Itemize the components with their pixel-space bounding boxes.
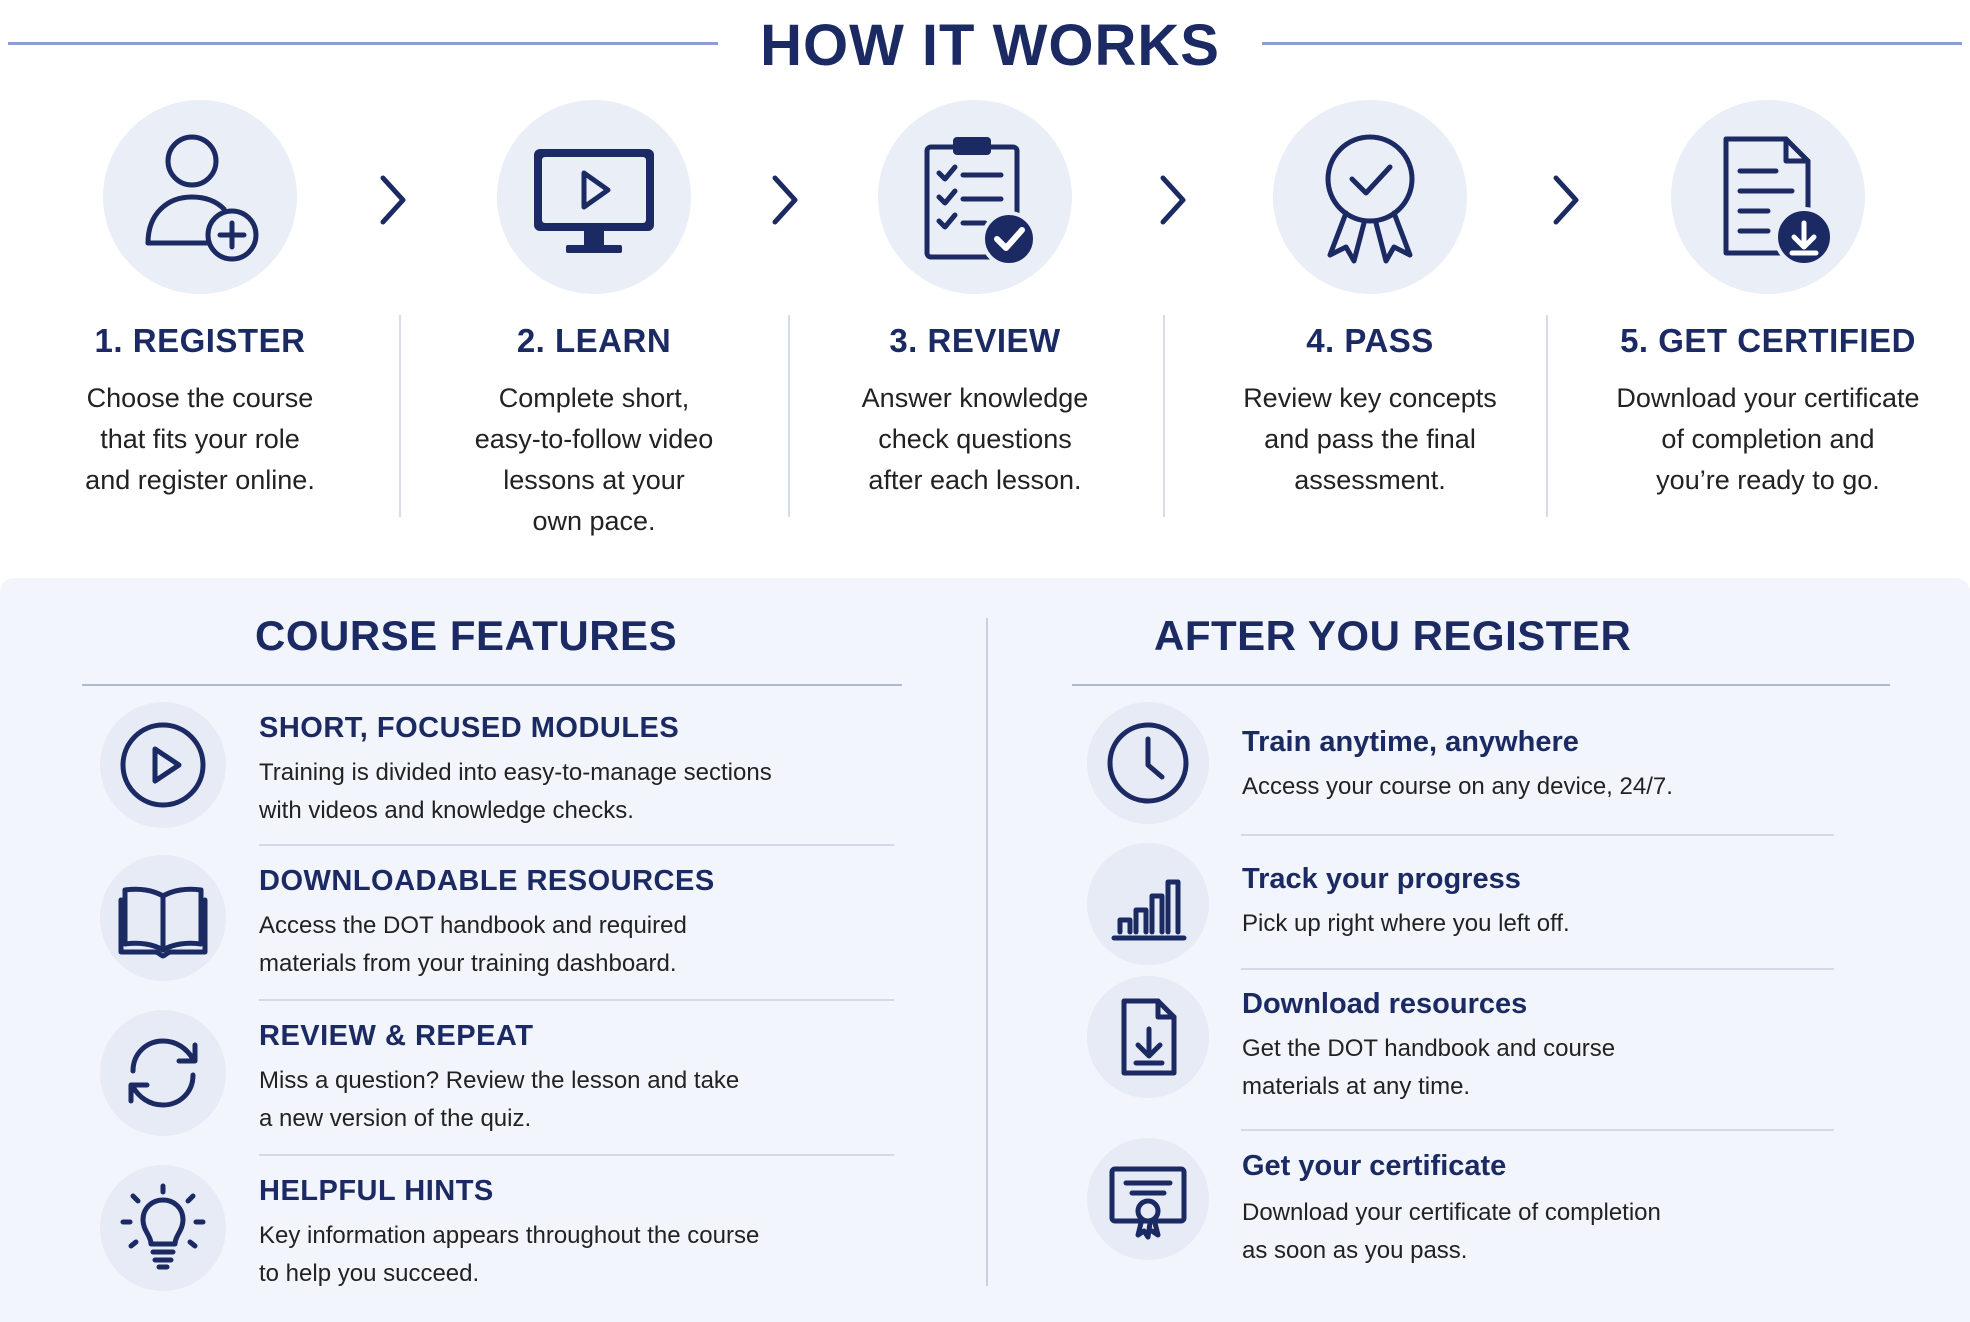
chevron-right-icon <box>1160 175 1186 225</box>
feature-rule <box>259 1154 894 1156</box>
feature-icon-circle <box>100 1165 226 1291</box>
after-description: Access your course on any device, 24/7. <box>1242 773 1673 800</box>
header-rule-right <box>1262 42 1962 45</box>
after-rule <box>1241 834 1834 836</box>
step-icon-circle <box>878 100 1072 294</box>
step-icon-circle <box>497 100 691 294</box>
chevron-right-icon <box>1553 175 1579 225</box>
certificate-download-icon <box>1723 136 1834 267</box>
feature-item: HELPFUL HINTS Key information appears th… <box>100 1165 900 1295</box>
after-register-title: AFTER YOU REGISTER <box>1154 612 1632 659</box>
step-get-certified: 5. GET CERTIFIED Download your certifica… <box>1586 100 1950 501</box>
checklist-clipboard-icon <box>924 137 1037 267</box>
chevron-right-icon <box>380 175 406 225</box>
feature-item: REVIEW & REPEAT Miss a question? Review … <box>100 1010 900 1140</box>
feature-icon-circle <box>100 855 226 981</box>
after-title: Get your certificate <box>1242 1150 1507 1182</box>
award-ribbon-icon <box>1325 134 1415 264</box>
document-download-icon <box>1121 998 1177 1076</box>
feature-description: Miss a question? Review the lesson and t… <box>259 1067 740 1132</box>
after-title: Download resources <box>1242 988 1528 1020</box>
step-divider <box>1546 315 1548 517</box>
after-icon-circle <box>1087 843 1209 965</box>
step-title: 5. GET CERTIFIED <box>1620 322 1916 359</box>
feature-title: HELPFUL HINTS <box>259 1175 494 1207</box>
after-register-item: Get your certificate Download your certi… <box>1087 1138 1887 1268</box>
step-icon-circle <box>103 100 297 294</box>
step-learn: 2. LEARN Complete short,easy-to-follow v… <box>414 100 774 542</box>
play-circle-icon <box>120 722 206 808</box>
step-icon-circle <box>1671 100 1865 294</box>
step-title: 3. REVIEW <box>889 322 1061 359</box>
step-title: 1. REGISTER <box>94 322 306 359</box>
open-book-icon <box>118 886 208 959</box>
clock-icon <box>1107 722 1189 804</box>
feature-description: Key information appears throughout the c… <box>259 1222 760 1287</box>
after-register-item: Download resources Get the DOT handbook … <box>1087 976 1887 1106</box>
header-rule-left <box>8 42 718 45</box>
column-divider <box>986 618 988 1286</box>
feature-icon-circle <box>100 1010 226 1136</box>
feature-rule <box>259 999 894 1001</box>
step-title: 4. PASS <box>1306 322 1434 359</box>
step-divider <box>399 315 401 517</box>
feature-item: DOWNLOADABLE RESOURCES Access the DOT ha… <box>100 855 900 985</box>
course-features-rule <box>82 684 902 686</box>
after-title: Train anytime, anywhere <box>1242 726 1579 758</box>
how-it-works-header: HOW IT WORKS <box>0 0 1970 95</box>
video-monitor-icon <box>534 149 654 253</box>
feature-title: DOWNLOADABLE RESOURCES <box>259 865 715 897</box>
bar-chart-icon <box>1111 879 1187 941</box>
step-divider <box>788 315 790 517</box>
feature-rule <box>259 844 894 846</box>
course-features-title: COURSE FEATURES <box>255 612 678 659</box>
step-divider <box>1163 315 1165 517</box>
after-register-item: Track your progress Pick up right where … <box>1087 843 1887 965</box>
chevron-right-icon <box>772 175 798 225</box>
refresh-icon <box>128 1038 198 1108</box>
after-description: Pick up right where you left off. <box>1242 910 1570 937</box>
feature-title: SHORT, FOCUSED MODULES <box>259 712 680 744</box>
after-icon-circle <box>1087 1138 1209 1260</box>
after-register-rule <box>1072 684 1890 686</box>
step-icon-circle <box>1273 100 1467 294</box>
certificate-icon <box>1109 1166 1187 1240</box>
page-title: HOW IT WORKS <box>760 13 1220 78</box>
after-icon-circle <box>1087 702 1209 824</box>
feature-icon-circle <box>100 702 226 828</box>
user-add-icon <box>145 134 259 262</box>
feature-title: REVIEW & REPEAT <box>259 1020 534 1052</box>
after-title: Track your progress <box>1242 863 1521 895</box>
after-register-item: Train anytime, anywhere Access your cour… <box>1087 702 1887 832</box>
feature-description: Training is divided into easy-to-manage … <box>259 759 772 824</box>
after-rule <box>1241 968 1834 970</box>
bottom-panel: COURSE FEATURES AFTER YOU REGISTER SHORT… <box>0 578 1970 1322</box>
lightbulb-icon <box>120 1183 206 1270</box>
step-title: 2. LEARN <box>516 322 672 359</box>
feature-item: SHORT, FOCUSED MODULES Training is divid… <box>100 702 900 832</box>
after-rule <box>1241 1129 1834 1131</box>
after-icon-circle <box>1087 976 1209 1098</box>
